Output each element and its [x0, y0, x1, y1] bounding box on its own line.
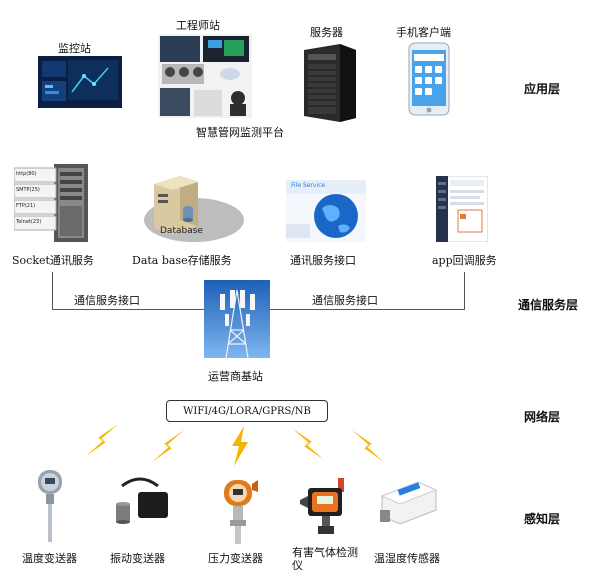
gas-detector-label: 有害气体检测仪 — [292, 546, 358, 572]
mobile-phone-icon — [408, 42, 450, 116]
base-station-tower-image — [204, 280, 270, 359]
engineer-station-image — [158, 34, 252, 118]
lightning-icon — [84, 422, 120, 458]
pressure-transmitter-label: 压力变送器 — [208, 552, 263, 565]
globe-caption: File Service — [291, 182, 326, 189]
mobile-client-label: 手机客户端 — [396, 26, 451, 39]
database-label: Database — [160, 226, 203, 236]
layer-label-network: 网络层 — [524, 410, 561, 424]
socket-service-label: Socket通讯服务 — [12, 254, 94, 267]
socket-row-http: http(80) — [16, 171, 37, 177]
layer-label-sensing: 感知层 — [524, 512, 561, 526]
vibration-transmitter-image — [108, 476, 172, 532]
socket-row-smtp: SMTP(25) — [16, 187, 40, 193]
socket-row-ftp: FTP(21) — [16, 203, 36, 209]
engineer-station-label: 工程师站 — [176, 19, 220, 32]
layer-label-app: 应用层 — [524, 82, 561, 96]
app-callback-label: app回调服务 — [432, 254, 497, 267]
monitor-station-image — [38, 56, 122, 108]
th-sensor-image — [378, 476, 438, 530]
database-service-label: Data base存储服务 — [132, 254, 232, 267]
layer-label-comm-service: 通信服务层 — [518, 298, 579, 312]
vibration-transmitter-label: 振动变送器 — [110, 552, 165, 565]
socket-server-rack — [13, 162, 90, 244]
lightning-icon — [350, 428, 386, 464]
network-protocols-box: WIFI/4G/LORA/GPRS/NB — [166, 400, 328, 422]
gas-detector-image — [298, 474, 352, 536]
network-protocols-label: WIFI/4G/LORA/GPRS/NB — [183, 405, 311, 417]
monitor-station-label: 监控站 — [58, 42, 91, 55]
temp-transmitter-image — [30, 468, 70, 544]
app-callback-screen — [435, 175, 489, 243]
temp-transmitter-label: 温度变送器 — [22, 552, 77, 565]
lightning-icon — [290, 426, 326, 462]
connector-right-horizontal — [270, 309, 465, 310]
pressure-transmitter-image — [218, 474, 258, 546]
th-sensor-label: 温湿度传感器 — [374, 552, 440, 565]
comm-interface-label: 通讯服务接口 — [290, 254, 356, 267]
left-interface-label: 通信服务接口 — [74, 294, 140, 307]
database-server-image — [128, 162, 244, 246]
connector-right-vertical — [464, 272, 465, 310]
connector-left-vertical — [52, 272, 53, 310]
connector-left-horizontal — [52, 309, 204, 310]
server-label: 服务器 — [310, 26, 343, 39]
platform-label: 智慧管网监测平台 — [196, 126, 284, 139]
globe-service-image — [286, 180, 366, 242]
base-station-label: 运营商基站 — [208, 370, 263, 383]
socket-row-telnet: Telnet(23) — [16, 219, 42, 225]
right-interface-label: 通信服务接口 — [312, 294, 378, 307]
lightning-icon — [228, 426, 250, 466]
lightning-icon — [150, 428, 186, 464]
server-icon — [300, 42, 358, 122]
